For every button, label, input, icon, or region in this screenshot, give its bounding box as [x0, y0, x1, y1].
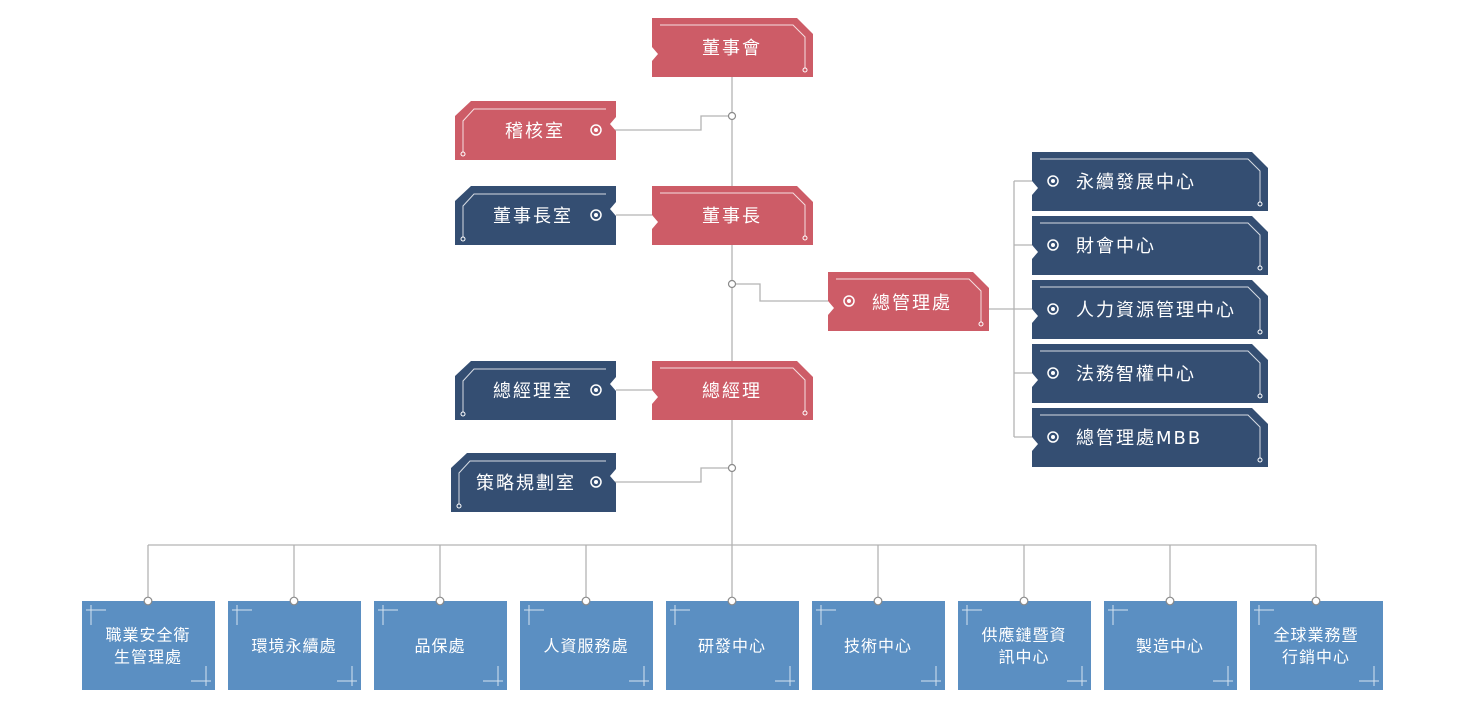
junction-node — [435, 596, 445, 606]
department-label: 環境永續處 — [251, 637, 336, 656]
connector-line — [732, 283, 828, 302]
strategy-office-label: 策略規劃室 — [476, 473, 576, 494]
target-icon — [1047, 367, 1059, 379]
department-box[interactable]: 品保處 — [374, 596, 507, 690]
president-office-label: 總經理室 — [493, 381, 573, 402]
board-box[interactable]: 董事會 — [652, 18, 813, 77]
target-icon — [1047, 431, 1059, 443]
junction-node — [143, 596, 153, 606]
connector-line — [604, 115, 732, 131]
department-label: 職業安全衛 — [105, 626, 190, 645]
admin-unit-label: 財會中心 — [1076, 236, 1156, 257]
chairman-office-box[interactable]: 董事長室 — [455, 186, 616, 245]
board-label: 董事會 — [702, 38, 762, 59]
department-box[interactable]: 研發中心 — [666, 596, 799, 690]
department-label: 行銷中心 — [1282, 648, 1350, 667]
target-icon — [1047, 239, 1059, 251]
target-icon — [590, 476, 602, 488]
general-admin-box[interactable]: 總管理處 — [828, 272, 989, 331]
admin-unit-label: 法務智權中心 — [1076, 364, 1196, 385]
target-icon — [843, 295, 855, 307]
chairman-office-label: 董事長室 — [493, 206, 573, 227]
target-icon — [1047, 175, 1059, 187]
target-icon — [590, 124, 602, 136]
target-icon — [590, 384, 602, 396]
junction-node — [727, 111, 737, 121]
department-label: 供應鏈暨資 — [981, 626, 1066, 645]
department-box[interactable]: 製造中心 — [1104, 596, 1237, 690]
department-label: 技術中心 — [844, 637, 912, 656]
junction-node — [727, 596, 737, 606]
general-admin-label: 總管理處 — [872, 293, 952, 314]
department-box[interactable]: 人資服務處 — [520, 596, 653, 690]
president-box[interactable]: 總經理 — [652, 361, 813, 420]
junction-node — [727, 463, 737, 473]
department-label: 人資服務處 — [543, 637, 628, 656]
junction-node — [289, 596, 299, 606]
department-label: 全球業務暨 — [1273, 626, 1358, 645]
department-box[interactable]: 技術中心 — [812, 596, 945, 690]
department-label: 製造中心 — [1136, 637, 1204, 656]
junction-node — [1019, 596, 1029, 606]
admin-unit-box[interactable]: 法務智權中心 — [1032, 344, 1268, 403]
connector-line — [604, 467, 732, 483]
admin-unit-box[interactable]: 總管理處MBB — [1032, 408, 1268, 467]
strategy-office-box[interactable]: 策略規劃室 — [451, 453, 616, 512]
department-label: 訊中心 — [998, 648, 1049, 667]
president-label: 總經理 — [702, 381, 762, 402]
connector-lines — [147, 77, 1317, 600]
department-label: 生管理處 — [114, 648, 182, 667]
junction-node — [727, 279, 737, 289]
admin-unit-label: 永續發展中心 — [1076, 172, 1196, 193]
department-label: 品保處 — [414, 637, 465, 656]
admin-unit-box[interactable]: 財會中心 — [1032, 216, 1268, 275]
junction-node — [1311, 596, 1321, 606]
department-label: 研發中心 — [698, 637, 766, 656]
audit-office-box[interactable]: 稽核室 — [455, 101, 616, 160]
junction-node — [581, 596, 591, 606]
president-office-box[interactable]: 總經理室 — [455, 361, 616, 420]
target-icon — [590, 209, 602, 221]
admin-unit-box[interactable]: 人力資源管理中心 — [1032, 280, 1268, 339]
chairman-box[interactable]: 董事長 — [652, 186, 813, 245]
department-box[interactable]: 環境永續處 — [228, 596, 361, 690]
junction-node — [873, 596, 883, 606]
admin-unit-box[interactable]: 永續發展中心 — [1032, 152, 1268, 211]
junction-node — [1165, 596, 1175, 606]
target-icon — [1047, 303, 1059, 315]
admin-unit-label: 總管理處MBB — [1076, 428, 1202, 449]
admin-unit-label: 人力資源管理中心 — [1076, 300, 1236, 321]
audit-office-label: 稽核室 — [505, 121, 565, 142]
chairman-label: 董事長 — [702, 206, 762, 227]
